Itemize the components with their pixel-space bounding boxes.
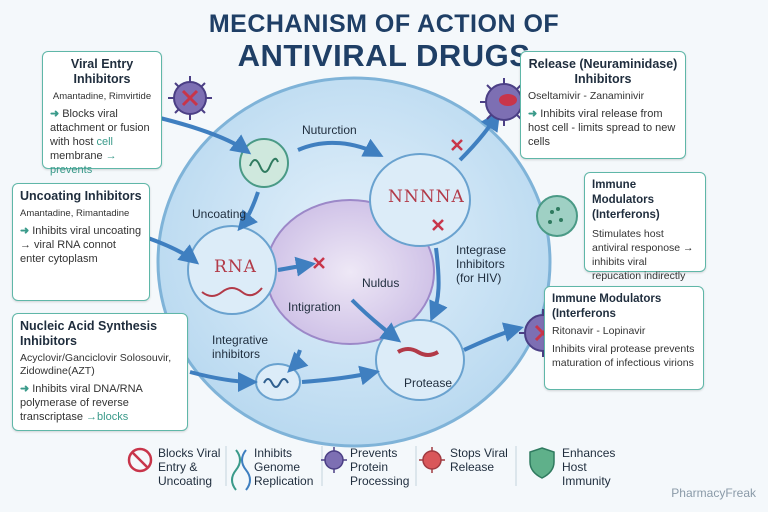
release-title: Release (Neuraminidase) Inhibitors bbox=[528, 57, 678, 86]
uncoating-inhibitors-box: Uncoating Inhibitors Amantadine, Rimanta… bbox=[12, 183, 150, 301]
viral-entry-virus-icon bbox=[168, 76, 212, 120]
genome-squiggle bbox=[263, 378, 289, 388]
arrow-uncoating-box bbox=[147, 236, 200, 265]
arrow-nucleic-to-cell bbox=[189, 370, 258, 392]
interferon-cell-icon bbox=[536, 195, 578, 237]
title-line-2: ANTIVIRAL DRUGS bbox=[237, 38, 531, 73]
nucleic-acid-effect-highlight: →blocks bbox=[86, 411, 129, 423]
dna-icon bbox=[231, 449, 251, 491]
legend-stops-release: Stops Viral Release bbox=[450, 446, 508, 474]
virus-icon bbox=[321, 447, 347, 473]
nucleic-acid-title: Nucleic Acid Synthesis Inhibitors bbox=[20, 319, 158, 348]
replication-vesicle bbox=[369, 153, 471, 247]
label-integrative: Integrative inhibitors bbox=[212, 333, 269, 361]
viral-entry-effect-text: Blocks viral attachment or fusion with h… bbox=[50, 108, 150, 148]
immune-modulators-2-effect: Inhibits viral protease prevents maturat… bbox=[552, 343, 695, 369]
rna-strand bbox=[201, 287, 263, 297]
viral-genome-squiggle bbox=[249, 157, 279, 173]
rna-vesicle bbox=[187, 225, 277, 315]
release-effect-text: Inhibits viral release from host cell - … bbox=[528, 108, 676, 148]
viral-entry-drugs: Amantadine, Rimvirtide bbox=[52, 91, 152, 102]
uncoating-drugs: Amantadine, Rimantadine bbox=[20, 208, 130, 219]
legend-prevents-protein: Prevents Protein Processing bbox=[350, 446, 410, 488]
legend-inhibits-genome: Inhibits Genome Replication bbox=[254, 446, 314, 488]
arrow-uncoating bbox=[237, 191, 260, 232]
immune-modulators-2-title: Immune Modulators (Interferons bbox=[552, 293, 662, 320]
label-rna: RNA bbox=[214, 257, 257, 277]
release-inhibitors-box: Release (Neuraminidase) Inhibitors Oselt… bbox=[520, 51, 686, 159]
brand-watermark: PharmacyFreak bbox=[671, 486, 756, 500]
immune-modulators-box-2: Immune Modulators (Interferons Ritonavir… bbox=[544, 286, 704, 390]
legend-enhances-immunity: Enhances Host Immunity bbox=[562, 446, 616, 488]
uncoating-effect: ➜Inhibits viral uncoating → viral RNA co… bbox=[20, 225, 142, 265]
legend-blocks-entry: Blocks Viral Entry & Uncoating bbox=[158, 446, 221, 488]
release-effect: ➜Inhibits viral release from host cell -… bbox=[528, 108, 676, 148]
arrow-to-replication bbox=[297, 138, 384, 157]
immune-modulators-1-title: Immune Modulators (Interferons) bbox=[592, 179, 660, 221]
viral-entry-title: Viral Entry Inhibitors bbox=[70, 57, 134, 86]
no-entry-icon bbox=[127, 447, 153, 473]
title-line-1: MECHANISM OF ACTION OF bbox=[208, 10, 560, 38]
replication-top-x bbox=[451, 139, 463, 151]
arrow-to-nucleus bbox=[277, 256, 316, 277]
label-nnna: NNNNA bbox=[388, 187, 465, 207]
arrow-entry bbox=[159, 116, 252, 155]
uncoating-title: Uncoating Inhibitors bbox=[20, 189, 142, 203]
shield-icon bbox=[529, 447, 555, 479]
arrow-replication-down bbox=[429, 247, 448, 322]
entering-virus bbox=[239, 138, 289, 188]
label-uncoating: Uncoating bbox=[192, 207, 247, 221]
label-nuldus: Nuldus bbox=[362, 276, 400, 290]
arrow-protease-out bbox=[463, 322, 524, 352]
arrow-nucleus-to-protease bbox=[350, 298, 402, 343]
uncoating-effect-text: Inhibits viral uncoating → viral RNA con… bbox=[20, 225, 142, 265]
label-nuturction: Nuturction bbox=[302, 123, 357, 137]
protease-protein bbox=[396, 347, 440, 357]
viral-entry-effect: ➜Blocks viral attachment or fusion with … bbox=[50, 108, 150, 176]
label-integration: Intigration bbox=[288, 300, 341, 314]
arrow-genome-to-protease bbox=[301, 365, 380, 386]
immune-modulators-2-drugs: Ritonavir - Lopinavir bbox=[552, 325, 646, 337]
nucleic-acid-effect-text: Inhibits viral DNA/RNA polymerase of rev… bbox=[20, 383, 143, 423]
virus-release-icon bbox=[419, 447, 445, 473]
viral-entry-effect-arrow: → prevents bbox=[50, 150, 117, 176]
genome-vesicle bbox=[255, 363, 301, 401]
nucleic-acid-drugs: Acyclovir/Ganciclovir Solosouvir, Zidowd… bbox=[20, 352, 172, 377]
immune-modulators-box-1: Immune Modulators (Interferons) Stimulat… bbox=[584, 172, 706, 282]
nucleic-acid-synthesis-box: Nucleic Acid Synthesis Inhibitors Acyclo… bbox=[12, 313, 188, 431]
release-drugs: Oseltamivir - Zanaminivir bbox=[528, 90, 645, 102]
viral-entry-inhibitors-box: Viral Entry Inhibitors Amantadine, Rimvi… bbox=[42, 51, 162, 176]
replication-red-x bbox=[432, 219, 444, 231]
viral-entry-effect-highlight: cell bbox=[96, 136, 113, 148]
viral-entry-effect-middle: membrane bbox=[50, 150, 106, 162]
label-integrase: Integrase Inhibitors (for HIV) bbox=[456, 243, 507, 285]
immune-modulators-1-effect: Stimulates host antiviral responose → in… bbox=[592, 228, 694, 282]
arrow-integrative bbox=[287, 349, 309, 373]
label-protease: Protease bbox=[404, 376, 453, 390]
nucleic-acid-effect: ➜Inhibits viral DNA/RNA polymerase of re… bbox=[20, 383, 143, 423]
